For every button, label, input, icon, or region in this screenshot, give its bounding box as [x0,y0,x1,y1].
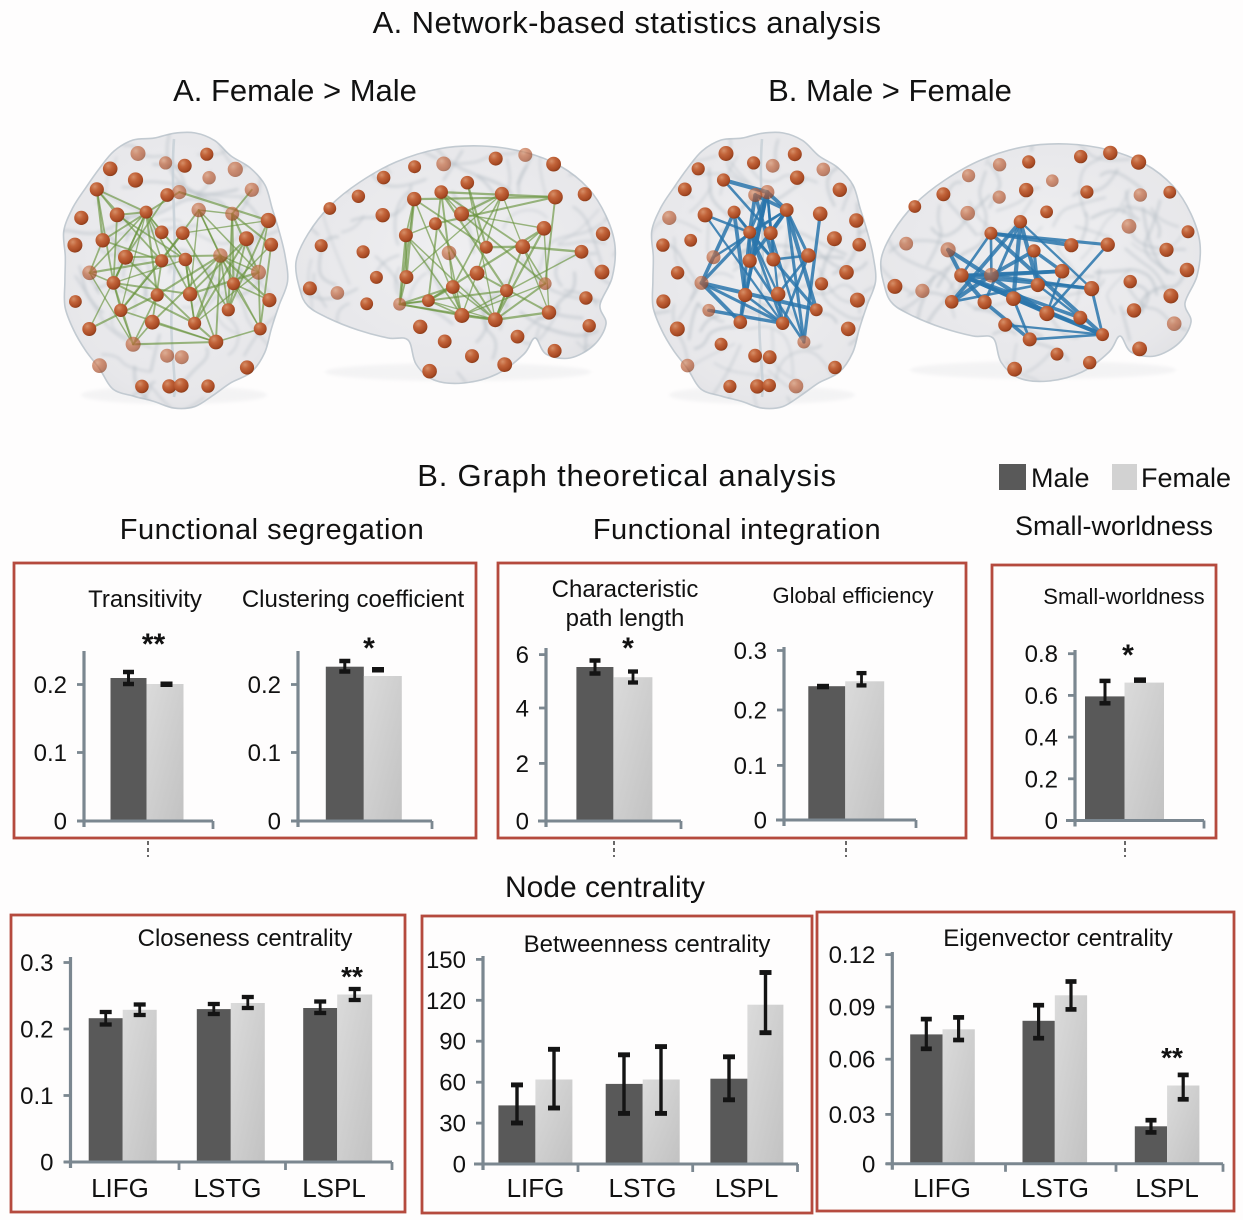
svg-text:0.03: 0.03 [829,1102,876,1129]
svg-text:0.2: 0.2 [248,672,281,699]
svg-text:LIFG: LIFG [91,1173,149,1203]
svg-text:0.2: 0.2 [20,1017,53,1044]
svg-text:0: 0 [862,1151,875,1178]
svg-text:0: 0 [54,809,67,836]
svg-text:0: 0 [453,1152,466,1179]
svg-text:0.2: 0.2 [34,672,67,699]
svg-text:Functional integration: Functional integration [593,514,881,546]
svg-text:Clustering coefficient: Clustering coefficient [242,586,465,613]
svg-text:Node centrality: Node centrality [505,871,705,904]
svg-text:**: ** [142,628,166,661]
svg-text:Characteristic: Characteristic [552,576,699,603]
svg-text:Functional segregation: Functional segregation [120,514,424,546]
svg-text:LSPL: LSPL [302,1173,366,1203]
svg-text:LSTG: LSTG [194,1173,262,1203]
svg-text:0: 0 [754,808,767,835]
svg-text:0.06: 0.06 [829,1047,876,1074]
svg-text:0.6: 0.6 [1025,683,1058,710]
svg-text:Betweenness centrality: Betweenness centrality [524,931,771,958]
svg-text:Female: Female [1141,463,1231,493]
svg-text:B. Male > Female: B. Male > Female [768,73,1012,108]
svg-text:4: 4 [516,696,529,723]
svg-text:0.1: 0.1 [34,740,67,767]
svg-text:LSTG: LSTG [1021,1173,1089,1203]
svg-text:**: ** [341,961,363,992]
svg-text:30: 30 [439,1111,466,1138]
svg-text:0.3: 0.3 [734,638,767,665]
svg-text:0: 0 [516,809,529,836]
svg-text:*: * [363,632,375,665]
svg-text:0.1: 0.1 [248,740,281,767]
svg-text:2: 2 [516,751,529,778]
svg-text:6: 6 [516,642,529,669]
svg-text:Small-worldness: Small-worldness [1015,511,1213,541]
svg-text:120: 120 [426,988,466,1015]
svg-text:path length: path length [566,605,685,632]
svg-text:0.1: 0.1 [734,753,767,780]
svg-text:0.12: 0.12 [829,942,876,969]
svg-text:0.1: 0.1 [20,1083,53,1110]
svg-text:**: ** [1161,1042,1183,1073]
svg-text:0: 0 [1045,808,1058,835]
svg-text:*: * [622,632,634,665]
svg-text:60: 60 [439,1070,466,1097]
svg-text:0.3: 0.3 [20,950,53,977]
svg-text:0.8: 0.8 [1025,641,1058,668]
svg-text:Transitivity: Transitivity [88,586,202,613]
svg-text:B. Graph theoretical analysis: B. Graph theoretical analysis [417,458,837,493]
svg-text:LSTG: LSTG [609,1173,677,1203]
svg-text:Closeness centrality: Closeness centrality [138,925,353,952]
svg-text:A. Female > Male: A. Female > Male [173,73,417,108]
svg-text:LIFG: LIFG [913,1173,971,1203]
svg-text:90: 90 [439,1029,466,1056]
svg-text:0.2: 0.2 [1025,766,1058,793]
svg-text:*: * [1122,639,1134,672]
svg-text:A. Network-based statistics an: A. Network-based statistics analysis [373,5,882,40]
svg-text:150: 150 [426,947,466,974]
svg-text:0.2: 0.2 [734,698,767,725]
svg-text:LSPL: LSPL [715,1173,779,1203]
svg-text:LIFG: LIFG [507,1173,565,1203]
svg-text:Eigenvector centrality: Eigenvector centrality [943,925,1172,952]
svg-text:0: 0 [40,1150,53,1177]
svg-text:Male: Male [1031,463,1090,493]
svg-text:Small-worldness: Small-worldness [1043,584,1204,609]
svg-text:LSPL: LSPL [1135,1173,1199,1203]
svg-text:Global efficiency: Global efficiency [772,583,933,608]
svg-text:0: 0 [268,809,281,836]
svg-text:0.09: 0.09 [829,994,876,1021]
svg-text:0.4: 0.4 [1025,725,1058,752]
